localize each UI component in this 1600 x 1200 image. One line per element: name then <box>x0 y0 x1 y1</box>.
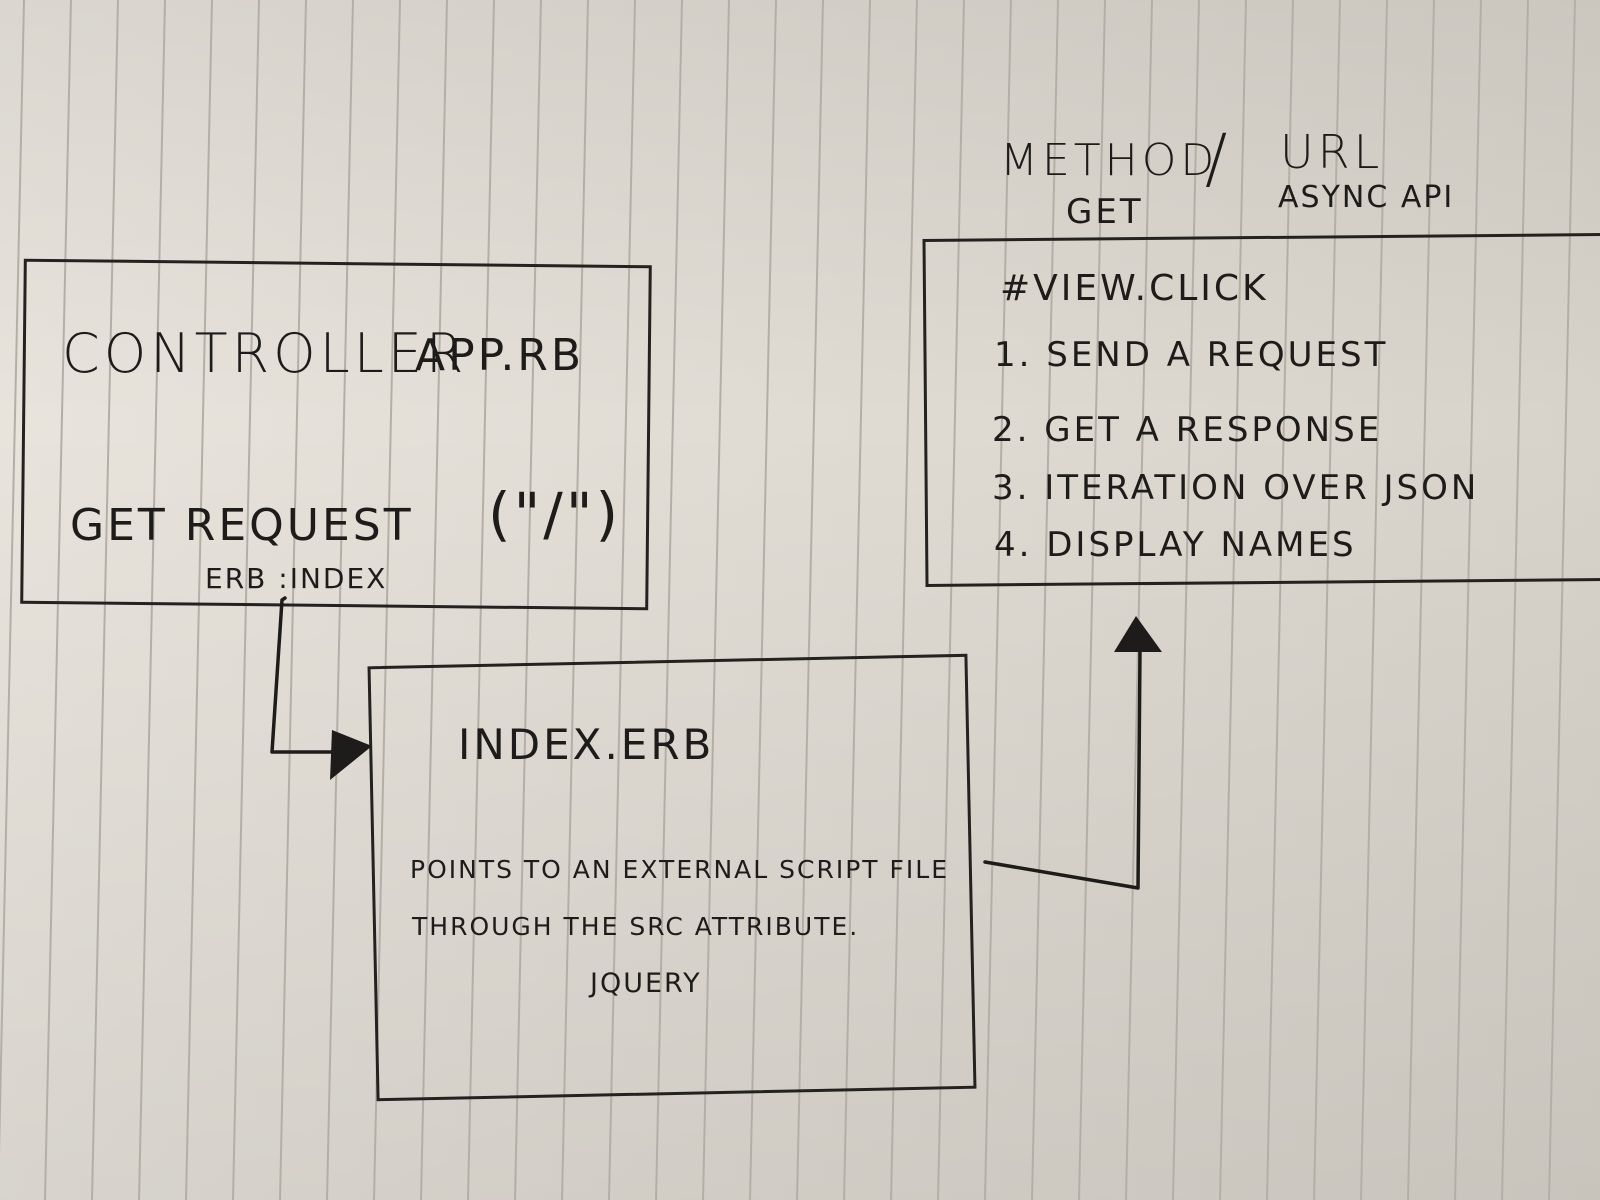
ruling-line <box>1313 0 1341 1200</box>
controller-file: APP.RB <box>415 330 585 381</box>
ruling-line <box>1407 0 1435 1200</box>
ruling-line <box>514 0 542 1200</box>
ruling-line <box>44 0 72 1200</box>
ruling-line <box>467 0 495 1200</box>
ruling-line <box>1454 0 1482 1200</box>
view-title: #VIEW.CLICK <box>1000 268 1269 309</box>
slash-separator: / <box>1205 120 1232 197</box>
controller-route: ("/") <box>488 480 622 548</box>
ruling-line <box>796 0 824 1200</box>
controller-title: CONTROLLER <box>62 322 468 385</box>
ruling-line <box>1172 0 1200 1200</box>
ruling-line <box>138 0 166 1200</box>
method-value: GET <box>1066 192 1144 232</box>
ruling-line <box>185 0 213 1200</box>
controller-render: ERB :INDEX <box>205 562 388 595</box>
ruling-line <box>702 0 730 1200</box>
ruling-line <box>91 0 119 1200</box>
ruling-line <box>420 0 448 1200</box>
ruling-line <box>1031 0 1059 1200</box>
ruling-line <box>1501 0 1529 1200</box>
ruling-line <box>749 0 777 1200</box>
ruling-line <box>608 0 636 1200</box>
ruling-line <box>655 0 683 1200</box>
method-label: METHOD <box>1000 135 1219 186</box>
url-value: ASYNC API <box>1278 180 1455 215</box>
arrow-index-to-view <box>983 648 1142 890</box>
ruling-line <box>1219 0 1247 1200</box>
index-note-line3: JQUERY <box>590 968 702 999</box>
arrowhead-up <box>1114 616 1162 652</box>
view-step-4: 4. DISPLAY NAMES <box>994 525 1357 565</box>
view-step-1: 1. SEND A REQUEST <box>994 335 1389 375</box>
ruling-line <box>843 0 871 1200</box>
ruling-line <box>1266 0 1294 1200</box>
ruling-line <box>326 0 354 1200</box>
ruling-line <box>0 0 25 1154</box>
ruling-line <box>1125 0 1153 1200</box>
index-title: INDEX.ERB <box>458 720 715 769</box>
ruling-line <box>1548 0 1576 1200</box>
arrow-controller-to-index <box>270 596 342 754</box>
ruling-line <box>937 0 965 1200</box>
arrowhead-right <box>330 730 372 780</box>
index-note-line1: POINTS TO AN EXTERNAL SCRIPT FILE <box>410 855 949 884</box>
url-label: URL <box>1280 125 1384 179</box>
ruling-line <box>279 0 307 1200</box>
ruling-line <box>1360 0 1388 1200</box>
view-step-3: 3. ITERATION OVER JSON <box>992 468 1480 508</box>
ruling-line <box>561 0 589 1200</box>
ruling-line <box>890 0 918 1200</box>
ruling-line <box>1078 0 1106 1200</box>
ruling-line <box>373 0 401 1200</box>
ruling-line <box>232 0 260 1200</box>
ruling-line <box>984 0 1012 1200</box>
index-note-line2: THROUGH THE SRC ATTRIBUTE. <box>412 912 860 941</box>
controller-request: GET REQUEST <box>70 500 414 551</box>
view-step-2: 2. GET A RESPONSE <box>992 410 1383 450</box>
